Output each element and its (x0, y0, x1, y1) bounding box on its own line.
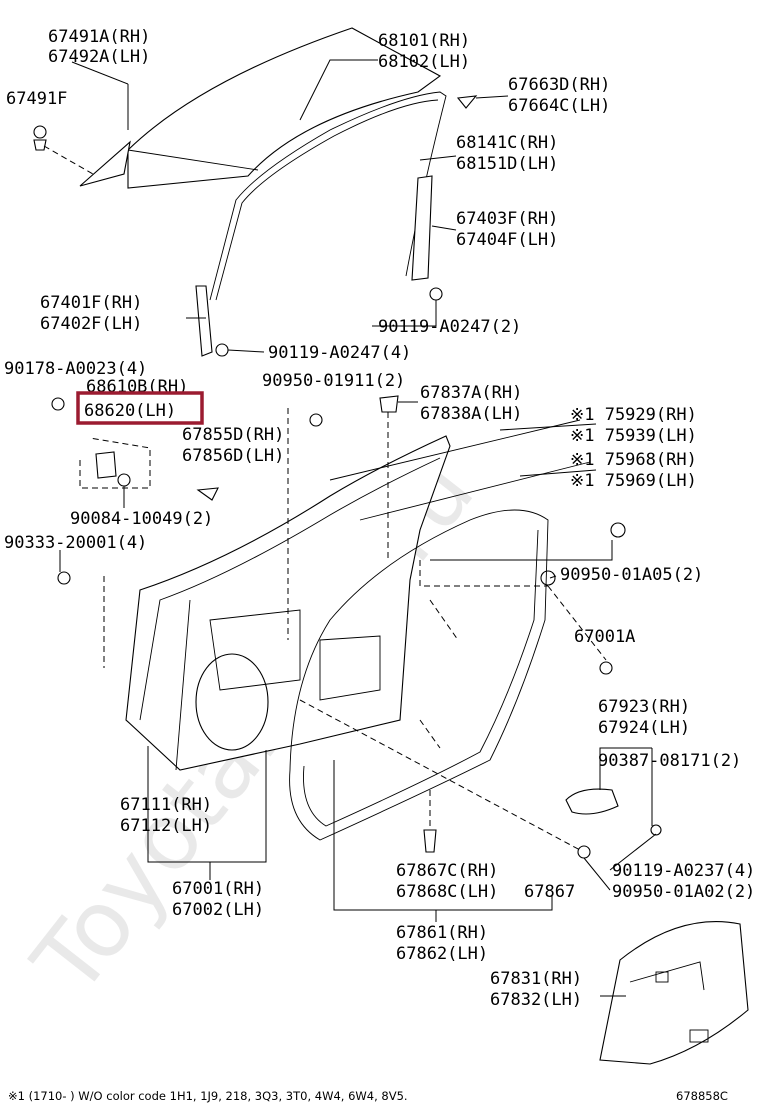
label-67491f: 67491F (6, 89, 67, 109)
label-67663d: 67663D(RH) (508, 75, 610, 95)
label-90178: 90178-A0023(4) (4, 359, 147, 379)
label-68101: 68101(RH) (378, 31, 470, 51)
part-labels: 67491A(RH) 67492A(LH) 67491F 68101(RH) 6… (4, 27, 755, 1103)
label-90119-a0247-4: 90119-A0247(4) (268, 343, 411, 363)
label-68102: 68102(LH) (378, 52, 470, 72)
label-90950-01911: 90950-01911(2) (262, 371, 405, 391)
label-67831: 67831(RH) (490, 969, 582, 989)
label-90333: 90333-20001(4) (4, 533, 147, 553)
label-67867: 67867 (524, 882, 575, 902)
label-67862: 67862(LH) (396, 944, 488, 964)
label-67402f: 67402F(LH) (40, 314, 142, 334)
label-90387: 90387-08171(2) (598, 751, 741, 771)
clip-67491f (33, 125, 47, 151)
label-68141c: 68141C(RH) (456, 133, 558, 153)
label-68620: 68620(LH) (84, 401, 176, 421)
label-67404f: 67404F(LH) (456, 230, 558, 250)
label-67002: 67002(LH) (172, 900, 264, 920)
label-67401f: 67401F(RH) (40, 293, 142, 313)
label-67403f: 67403F(RH) (456, 209, 558, 229)
label-90119-a0237: 90119-A0237(4) (612, 861, 755, 881)
label-67111: 67111(RH) (120, 795, 212, 815)
label-67832: 67832(LH) (490, 990, 582, 1010)
label-75969: ※1 75969(LH) (570, 471, 697, 491)
label-68151d: 68151D(LH) (456, 154, 558, 174)
label-67867c: 67867C(RH) (396, 861, 498, 881)
label-75929: ※1 75929(RH) (570, 405, 697, 425)
label-67664c: 67664C(LH) (508, 96, 610, 116)
label-67924: 67924(LH) (598, 718, 690, 738)
label-67001: 67001(RH) (172, 879, 264, 899)
label-90084: 90084-10049(2) (70, 509, 213, 529)
label-90950-01a05: 90950-01A05(2) (560, 565, 703, 585)
figure-code: 678858C (676, 1089, 728, 1103)
label-67861: 67861(RH) (396, 923, 488, 943)
label-67837a: 67837A(RH) (420, 383, 522, 403)
highlight-box (76, 391, 204, 425)
label-67838a: 67838A(LH) (420, 404, 522, 424)
label-67491a: 67491A(RH) (48, 27, 150, 47)
footnote: ※1 (1710- ) W/O color code 1H1, 1J9, 218… (8, 1089, 408, 1103)
label-75968: ※1 75968(RH) (570, 450, 697, 470)
label-67855d: 67855D(RH) (182, 425, 284, 445)
label-90950-01a02: 90950-01A02(2) (612, 882, 755, 902)
label-90119-a0247-2: 90119-A0247(2) (378, 317, 521, 337)
label-67856d: 67856D(LH) (182, 446, 284, 466)
label-67923: 67923(RH) (598, 697, 690, 717)
label-67001a: 67001A (574, 627, 635, 647)
label-67492a: 67492A(LH) (48, 47, 150, 67)
label-75939: ※1 75939(LH) (570, 426, 697, 446)
label-67112: 67112(LH) (120, 816, 212, 836)
parts-drawing (33, 27, 749, 1065)
label-67868c: 67868C(LH) (396, 882, 498, 902)
